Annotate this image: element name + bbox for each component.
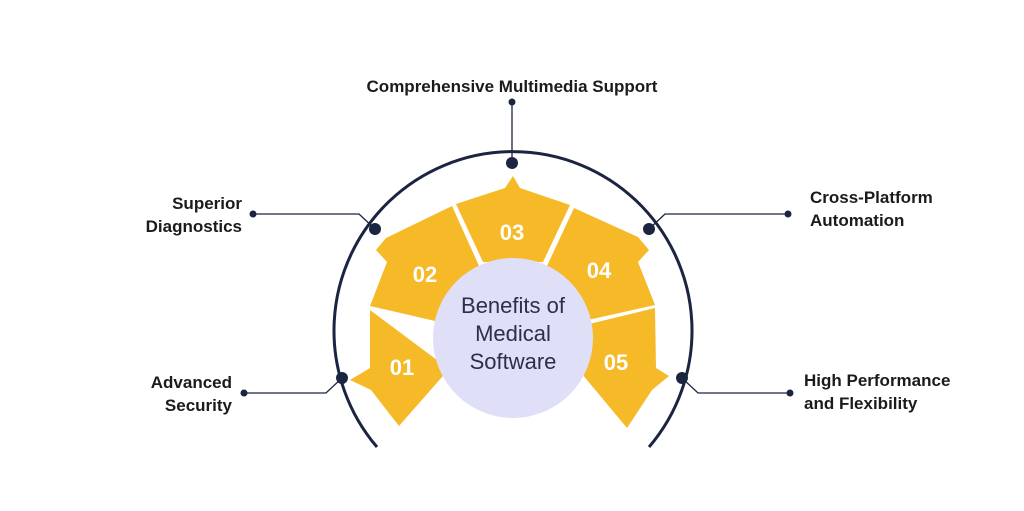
label-05-line-2: and Flexibility (804, 394, 918, 413)
label-04-line-2: Automation (810, 211, 905, 230)
segment-03-wedge (456, 176, 570, 262)
segment-04-number: 04 (587, 258, 612, 283)
label-01-line-1: Advanced (150, 373, 232, 392)
label-02-line-2: Diagnostics (145, 217, 242, 236)
segment-03: 03 (456, 176, 570, 262)
end-dot-05 (786, 389, 794, 397)
center-title-line-3: Software (469, 349, 557, 374)
segment-05-wedge (577, 308, 669, 428)
segment-05: 05 (577, 308, 669, 428)
connector-01 (244, 377, 343, 394)
connector-05 (681, 377, 790, 394)
segment-05-number: 05 (604, 350, 628, 375)
segment-01: 01 (350, 310, 449, 426)
label-04-line-1: Cross-Platform (810, 188, 933, 207)
end-dot-02 (249, 210, 257, 218)
label-05-line-1: High Performance (804, 371, 951, 390)
label-05: High Performance and Flexibility (804, 369, 1004, 415)
label-04: Cross-Platform Automation (810, 186, 1000, 232)
end-dot-01 (240, 389, 248, 397)
label-01: Advanced Security (82, 371, 232, 417)
arc-node-05 (676, 372, 688, 384)
segment-01-number: 01 (390, 355, 414, 380)
arc-node-03 (506, 157, 518, 169)
center-title-line-2: Medical (475, 321, 551, 346)
end-dot-04 (784, 210, 792, 218)
center-title-line-1: Benefits of (461, 293, 565, 318)
segment-01-wedge (350, 310, 449, 426)
label-02: Superior Diagnostics (92, 192, 242, 238)
label-01-line-2: Security (164, 396, 232, 415)
arc-node-04 (643, 223, 655, 235)
connector-02 (253, 213, 376, 230)
arc-node-02 (369, 223, 381, 235)
label-03: Comprehensive Multimedia Support (312, 75, 712, 98)
arc-node-01 (336, 372, 348, 384)
center-title: Benefits of Medical Software (433, 292, 593, 376)
label-03-line-1: Comprehensive Multimedia Support (366, 77, 658, 96)
segment-03-number: 03 (500, 220, 524, 245)
end-dot-03 (508, 98, 516, 106)
segment-02-number: 02 (413, 262, 437, 287)
label-02-line-1: Superior (172, 194, 242, 213)
center-circle (433, 258, 593, 418)
outer-arc (332, 150, 694, 448)
connector-04 (648, 213, 788, 230)
